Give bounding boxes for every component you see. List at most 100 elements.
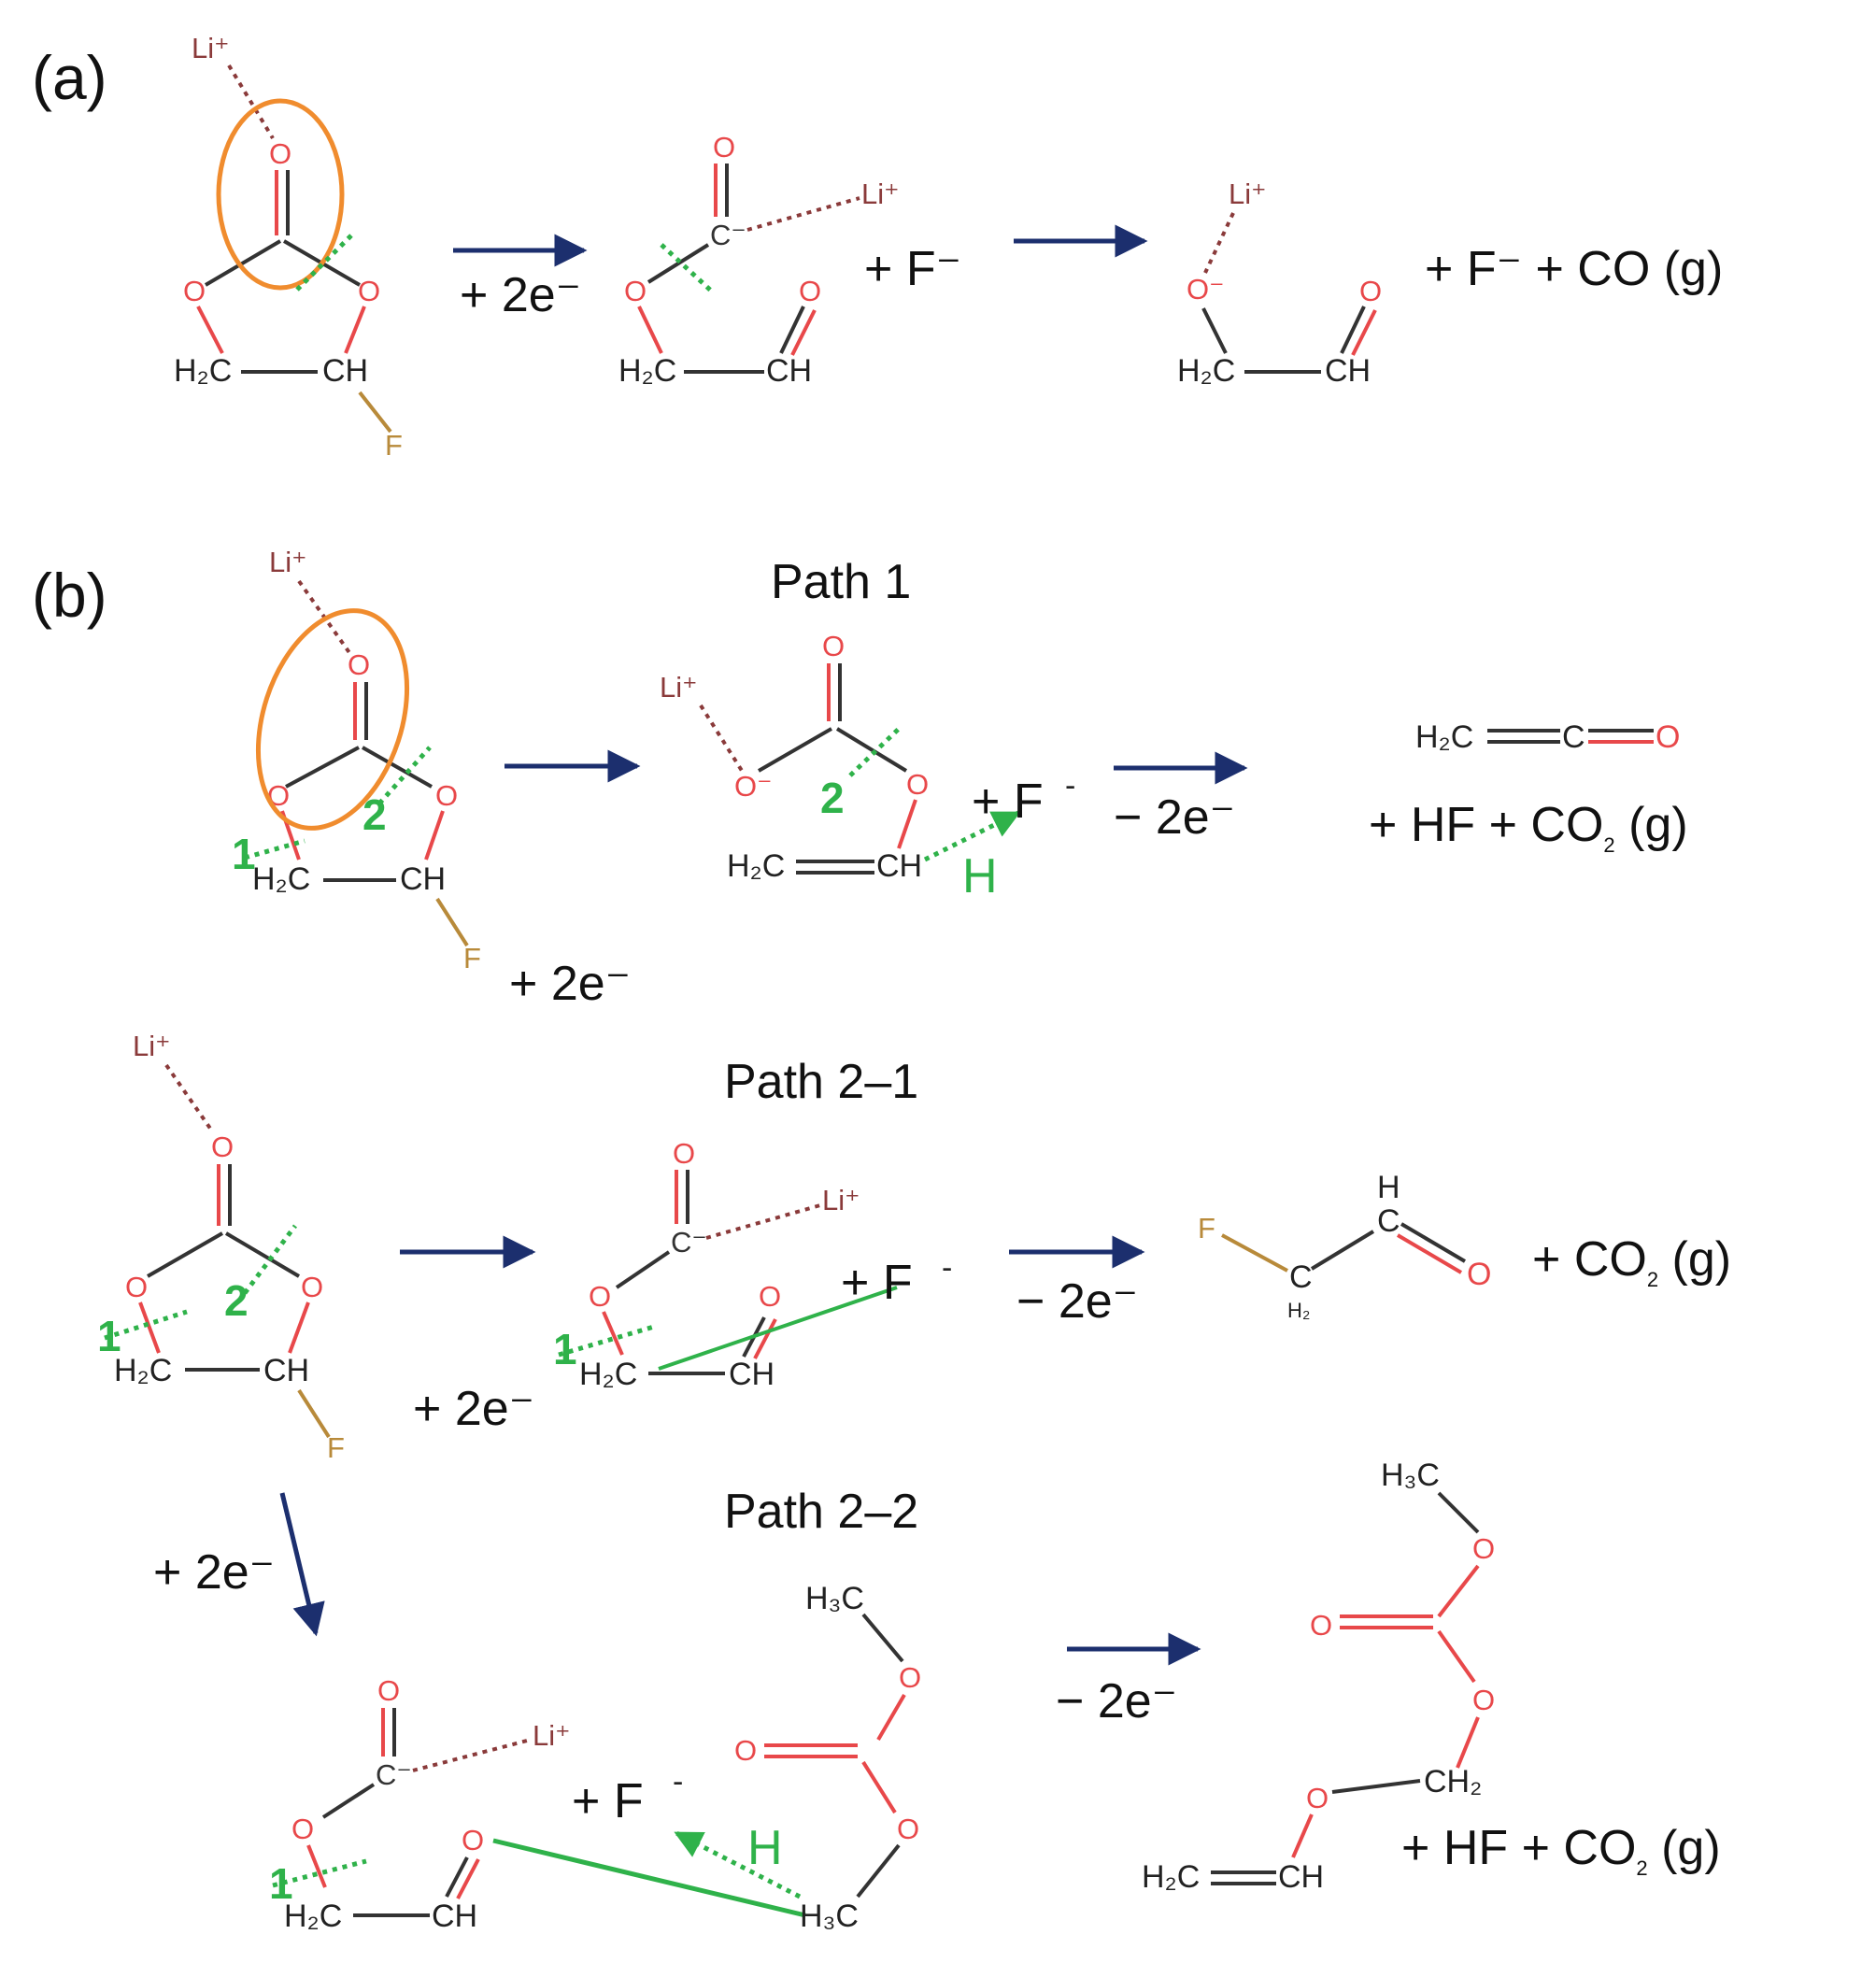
- svg-text:O: O: [358, 275, 380, 307]
- svg-text:C: C: [1377, 1203, 1400, 1239]
- svg-text:H: H: [1377, 1170, 1400, 1205]
- svg-text:Li⁺: Li⁺: [1229, 178, 1267, 210]
- svg-text:O: O: [1472, 1532, 1495, 1565]
- path-2-2-title: Path 2–2: [724, 1485, 918, 1539]
- svg-text:O: O: [589, 1280, 611, 1313]
- svg-text:H₃C: H₃C: [800, 1899, 859, 1934]
- svg-text:O: O: [1656, 719, 1680, 755]
- svg-text:O: O: [301, 1271, 323, 1303]
- svg-text:C⁻: C⁻: [710, 219, 746, 251]
- svg-text:2: 2: [224, 1276, 249, 1325]
- svg-text:O: O: [673, 1137, 695, 1170]
- fluoroacetaldehyde-product: F C H₂ C H O: [1198, 1170, 1491, 1322]
- svg-text:C⁻: C⁻: [376, 1758, 412, 1791]
- panel-b-label: (b): [32, 561, 107, 630]
- svg-text:O: O: [183, 275, 206, 307]
- svg-text:CH₂: CH₂: [1424, 1764, 1482, 1799]
- svg-text:CH: CH: [263, 1353, 309, 1388]
- svg-text:O: O: [462, 1824, 484, 1856]
- svg-text:H₂C: H₂C: [579, 1357, 637, 1392]
- svg-text:2: 2: [362, 790, 387, 839]
- svg-text:F: F: [463, 942, 481, 974]
- svg-text:F: F: [327, 1431, 345, 1464]
- path-1-title: Path 1: [771, 555, 911, 609]
- svg-text:O: O: [1467, 1257, 1491, 1292]
- vinyloxy-carbonate-product: H₃C O O O CH₂ O H₂C CH: [1142, 1458, 1495, 1895]
- svg-text:O: O: [713, 131, 735, 164]
- svg-text:H: H: [962, 849, 998, 903]
- svg-text:O: O: [435, 779, 458, 812]
- svg-text:C⁻: C⁻: [671, 1226, 707, 1259]
- svg-text:O: O: [348, 648, 370, 681]
- svg-text:O: O: [211, 1131, 234, 1163]
- svg-text:H₂C: H₂C: [174, 353, 232, 389]
- svg-text:H₂: H₂: [1287, 1299, 1310, 1322]
- svg-text:-: -: [673, 1764, 683, 1799]
- svg-text:1: 1: [232, 830, 256, 878]
- svg-text:Li⁺: Li⁺: [133, 1030, 171, 1062]
- ring-opened-intermediate-b22: O C⁻ Li⁺ O 1 H₂C CH O: [269, 1674, 806, 1934]
- svg-text:1: 1: [97, 1312, 121, 1360]
- fluorine-atom: F: [385, 429, 403, 462]
- svg-text:O: O: [734, 1734, 757, 1767]
- svg-text:C: C: [1289, 1259, 1313, 1295]
- reduction-condition: + 2e⁻: [413, 1382, 534, 1436]
- path-2-2-byproducts: + HF + CO2 (g): [1401, 1821, 1721, 1880]
- svg-text:H₂C: H₂C: [1177, 353, 1235, 389]
- carbonyl-highlight: [255, 608, 410, 831]
- svg-text:O⁻: O⁻: [1187, 273, 1224, 306]
- svg-text:CH: CH: [766, 353, 812, 389]
- carbonyl-oxygen: O: [269, 137, 291, 170]
- svg-text:O: O: [799, 275, 821, 307]
- svg-text:H₂C: H₂C: [727, 848, 785, 884]
- path-2-1-byproducts: + CO2 (g): [1532, 1232, 1731, 1291]
- svg-text:O: O: [1359, 275, 1382, 307]
- svg-text:Li⁺: Li⁺: [533, 1719, 571, 1752]
- svg-text:Li⁺: Li⁺: [269, 546, 307, 578]
- svg-text:O: O: [377, 1674, 400, 1707]
- svg-text:O: O: [1306, 1782, 1329, 1814]
- fec-molecule-b1: Li⁺ O O O H₂C CH F 1 2: [232, 546, 481, 974]
- fec-molecule-a: Li⁺ O O O H₂C CH F: [174, 32, 403, 462]
- svg-text:O: O: [1310, 1609, 1332, 1642]
- oxidation-condition: − 2e⁻: [1016, 1274, 1138, 1329]
- oxidation-condition: − 2e⁻: [1114, 790, 1235, 845]
- svg-text:O: O: [624, 275, 647, 307]
- dimethyl-carbonate-reactant: H₃C O O O H₃C H: [674, 1581, 921, 1934]
- enolate-product-a: Li⁺ O⁻ H₂C CH O: [1177, 178, 1382, 389]
- svg-text:O: O: [906, 768, 929, 801]
- svg-text:CH: CH: [400, 861, 446, 897]
- svg-text:-: -: [1065, 768, 1075, 804]
- svg-text:1: 1: [553, 1325, 577, 1373]
- svg-text:H₂C: H₂C: [284, 1899, 342, 1934]
- svg-text:O: O: [899, 1661, 921, 1694]
- svg-text:O: O: [125, 1271, 148, 1303]
- svg-text:F: F: [1198, 1212, 1215, 1245]
- svg-text:H₂C: H₂C: [114, 1353, 172, 1388]
- svg-text:Li⁺: Li⁺: [822, 1184, 860, 1216]
- svg-text:CH: CH: [729, 1357, 775, 1392]
- ring-opened-intermediate-a: O C⁻ Li⁺ O H₂C CH O: [618, 131, 900, 389]
- gas-byproducts: + F⁻ + CO (g): [1425, 242, 1723, 296]
- svg-text:Li⁺: Li⁺: [660, 671, 698, 704]
- svg-text:CH: CH: [1325, 353, 1371, 389]
- svg-text:2: 2: [820, 774, 845, 822]
- svg-text:CH: CH: [432, 1899, 477, 1934]
- svg-text:H₂C: H₂C: [1415, 719, 1473, 755]
- fluoride-byproduct: + F⁻: [864, 242, 961, 296]
- panel-a-label: (a): [32, 43, 107, 112]
- ring-opened-intermediate-b21: O C⁻ Li⁺ O 1 H₂C CH O: [553, 1137, 898, 1392]
- fec-molecule-b21: Li⁺ O O O H₂C CH F 1 2: [97, 1030, 345, 1464]
- svg-text:O: O: [759, 1280, 781, 1313]
- svg-text:CH: CH: [876, 848, 922, 884]
- fluoride-byproduct: + F: [841, 1256, 913, 1310]
- reduction-condition: + 2e⁻: [509, 957, 631, 1011]
- reduction-condition: + 2e⁻: [153, 1545, 275, 1600]
- svg-text:H₂C: H₂C: [252, 861, 310, 897]
- svg-text:Li⁺: Li⁺: [861, 178, 900, 210]
- fluoride-byproduct: + F: [972, 775, 1044, 829]
- svg-text:O: O: [822, 630, 845, 662]
- svg-text:CH: CH: [1278, 1859, 1324, 1895]
- reaction-arrow: [279, 1492, 325, 1637]
- lithium-ion: Li⁺: [192, 32, 230, 64]
